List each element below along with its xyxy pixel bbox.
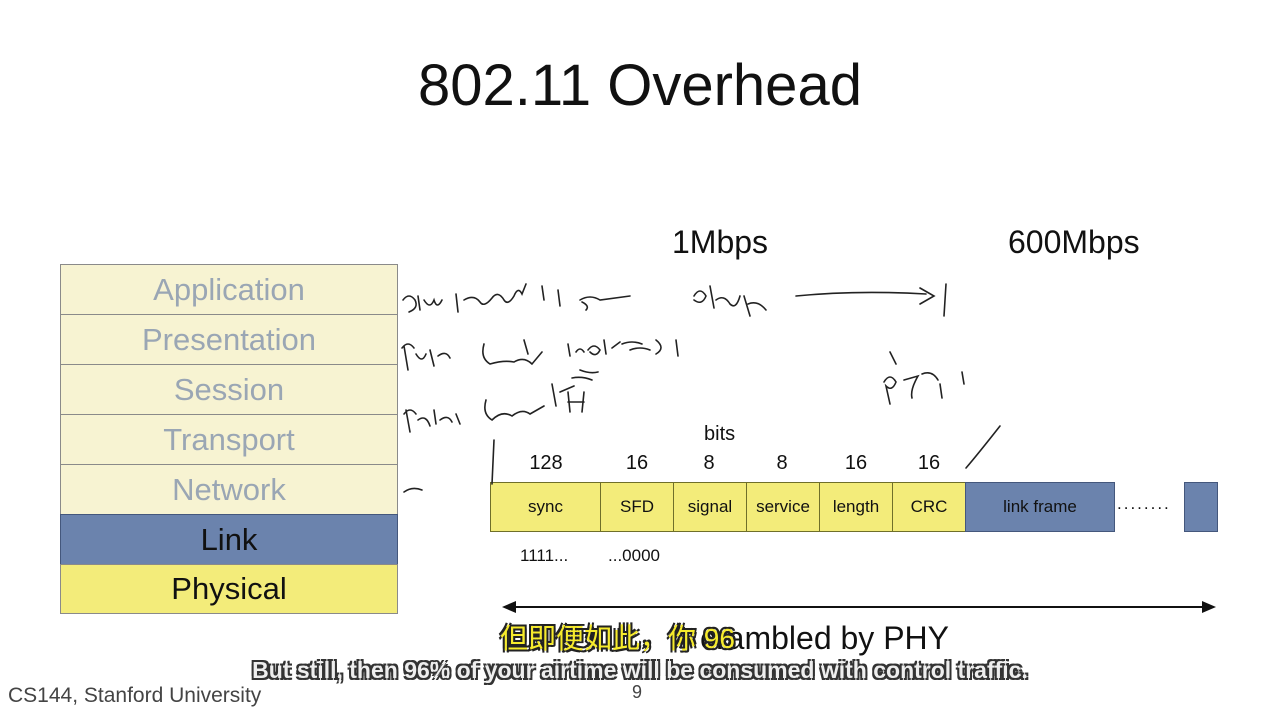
- sync-pattern: 1111...: [520, 546, 569, 565]
- span-arrow-right-head: [1202, 601, 1216, 613]
- bits-crc: 16: [917, 452, 941, 474]
- bits-label: bits: [704, 423, 736, 445]
- page-number: 9: [632, 682, 643, 702]
- field-service: service: [746, 482, 820, 532]
- osi-layer-stack: Application Presentation Session Transpo…: [60, 264, 398, 614]
- scrambled-by-phy-label: crambled by PHY: [700, 620, 949, 656]
- bits-sync: 128: [529, 452, 563, 474]
- layer-network: Network: [60, 464, 398, 514]
- span-arrow-left-head: [502, 601, 516, 613]
- layer-transport: Transport: [60, 414, 398, 464]
- rate-high-label: 600Mbps: [1008, 224, 1140, 260]
- bits-service: 8: [776, 452, 788, 474]
- field-link-frame: link frame: [965, 482, 1115, 532]
- subtitle-english: But still, then 96% of your airtime will…: [252, 657, 1028, 683]
- subtitle-chinese: 但即便如此，你 96: [500, 623, 735, 654]
- layer-session: Session: [60, 364, 398, 414]
- bits-sfd: 16: [625, 452, 649, 474]
- layer-presentation: Presentation: [60, 314, 398, 364]
- slide-title: 802.11 Overhead: [418, 53, 862, 118]
- field-sync: sync: [490, 482, 601, 532]
- rate-low-label: 1Mbps: [672, 224, 769, 260]
- field-link-frame-end: [1184, 482, 1218, 532]
- bits-signal: 8: [703, 452, 715, 474]
- field-crc: CRC: [892, 482, 966, 532]
- field-signal: signal: [673, 482, 747, 532]
- handwriting-scribbles: [401, 283, 1001, 493]
- sfd-pattern: ...0000: [608, 546, 660, 565]
- bits-length: 16: [844, 452, 868, 474]
- layer-physical: Physical: [60, 564, 398, 614]
- layer-link: Link: [60, 514, 398, 564]
- layer-application: Application: [60, 264, 398, 314]
- slide-footer: CS144, Stanford University: [8, 684, 262, 707]
- frame-continuation-dots: ........: [1117, 494, 1171, 513]
